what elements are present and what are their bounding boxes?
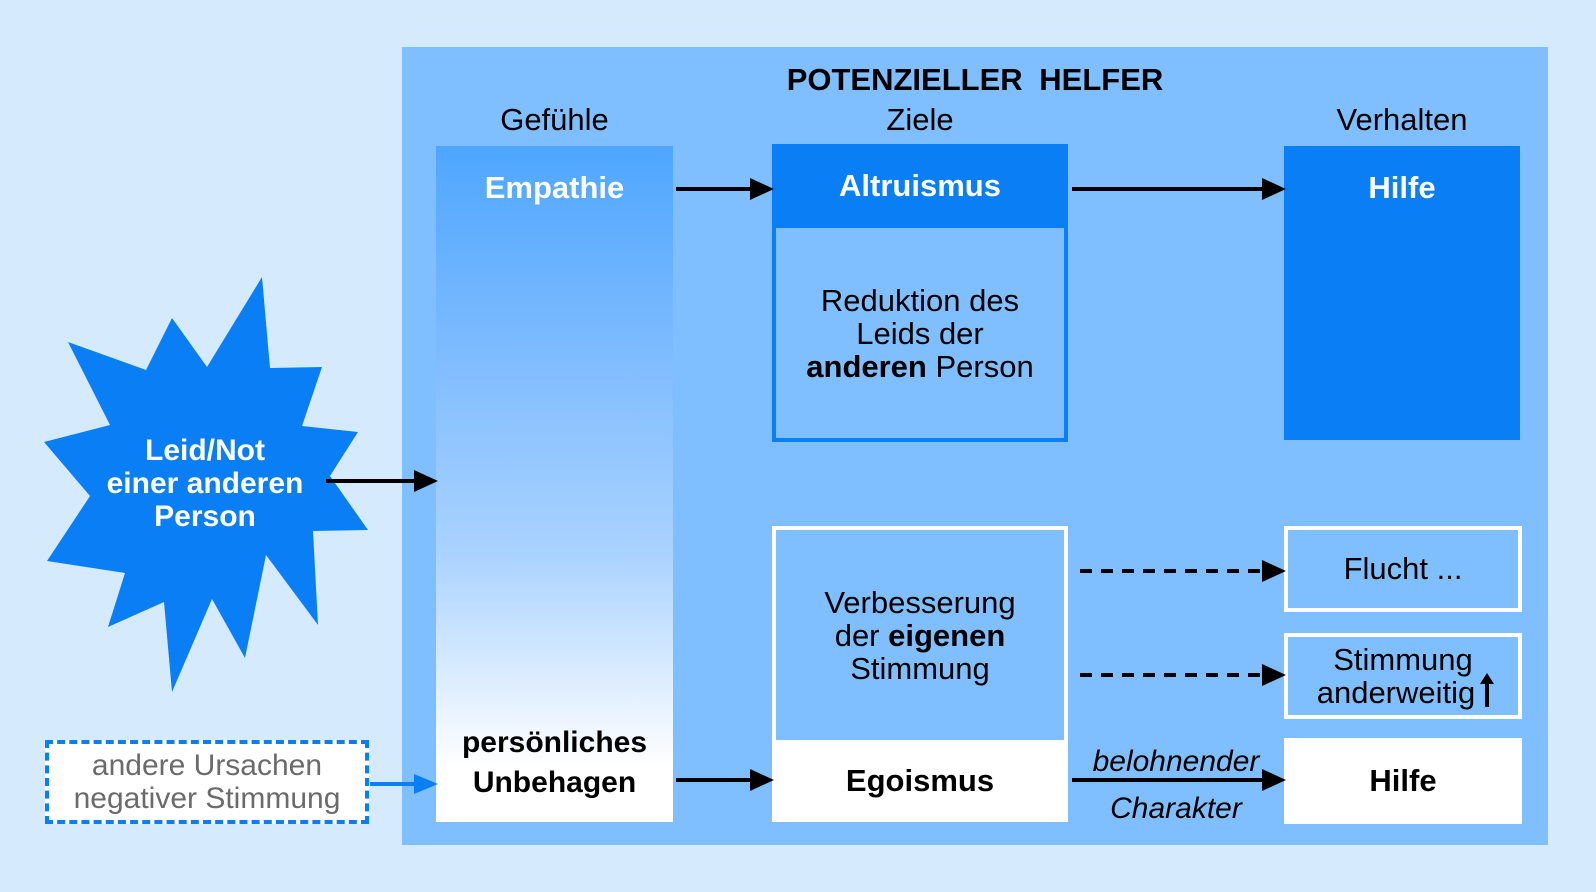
other-line2: negativer Stimmung: [73, 782, 341, 815]
altruism-box: Altruismus: [772, 144, 1068, 228]
mood-other-line2: anderweitig: [1316, 675, 1476, 710]
altruism-goal-bold: anderen: [806, 348, 927, 384]
panel-title: POTENZIELLER HELFER: [786, 62, 1164, 97]
altruism-goal-box: Reduktion des Leids der anderen Person: [772, 228, 1068, 442]
source-line2: einer anderen: [106, 466, 304, 500]
distress-starburst: [44, 277, 368, 692]
column-heading-behavior: Verhalten: [1336, 102, 1468, 137]
feelings-column: [436, 146, 673, 822]
dashed-arrow-flight: [1080, 560, 1286, 582]
arrow-egoism-help: [1072, 769, 1286, 791]
help-bottom-box: Hilfe: [1284, 738, 1522, 824]
mood-goal-line2-pre: der: [834, 617, 889, 653]
empathy-label: Empathie: [484, 170, 625, 205]
arrow-altruism-help: [1072, 178, 1286, 200]
mood-other-box: Stimmung anderweitig: [1284, 633, 1522, 719]
egoism-box: Egoismus: [772, 740, 1068, 822]
other-causes-box: andere Ursachen negativer Stimmung: [45, 740, 369, 824]
reward-character-label: belohnender Charakter: [1068, 735, 1284, 835]
other-line1: andere Ursachen: [91, 749, 323, 782]
source-line1: Leid/Not: [145, 433, 265, 467]
altruism-goal-line1: Reduktion des: [820, 282, 1020, 318]
flight-box: Flucht ...: [1284, 526, 1522, 612]
mood-other-line1: Stimmung: [1333, 642, 1473, 677]
source-label: Leid/Not einer anderen Person: [50, 428, 360, 538]
dashed-arrow-mood-other: [1080, 664, 1286, 686]
up-arrow-icon-graphic: [1480, 673, 1495, 707]
help-top-box: [1284, 146, 1520, 440]
altruism-goal-line2: Leids der: [856, 315, 984, 351]
mood-goal-line3: Stimmung: [850, 650, 990, 686]
mood-improvement-box: Verbesserung der eigenen Stimmung: [772, 526, 1068, 740]
mood-goal-line1: Verbesserung: [824, 584, 1016, 620]
personal-distress-line2: Unbehagen: [472, 766, 637, 799]
arrow-distress-egoism: [676, 769, 774, 791]
arrow-source-feelings: [326, 470, 438, 492]
column-heading-goals: Ziele: [886, 102, 954, 137]
altruism-goal-rest: Person: [926, 348, 1034, 384]
arrow-empathy-altruism: [676, 178, 774, 200]
help-top-label: Hilfe: [1368, 170, 1436, 205]
reward-line1: belohnender: [1092, 745, 1260, 778]
personal-distress-line1: persönliches: [461, 726, 648, 759]
personal-distress-label: persönliches Unbehagen: [436, 720, 673, 806]
column-heading-feelings: Gefühle: [500, 102, 609, 137]
reward-line2: Charakter: [1110, 792, 1242, 825]
mood-goal-line2-bold: eigenen: [888, 617, 1006, 653]
arrow-other-feelings: [370, 774, 438, 794]
source-line3: Person: [154, 499, 256, 533]
